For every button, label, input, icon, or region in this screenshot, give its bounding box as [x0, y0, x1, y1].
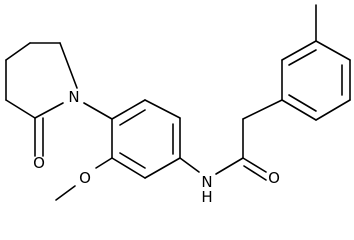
bond — [315, 40, 351, 61]
bond — [5, 42, 31, 61]
bond — [111, 157, 146, 179]
bond — [315, 99, 351, 121]
bond — [215, 157, 244, 175]
bond — [5, 99, 36, 119]
molecule-drawing: N O O N H O — [5, 4, 351, 206]
atom-label-ring-nitrogen: N — [68, 88, 79, 106]
bond — [144, 157, 181, 179]
atom-label-methoxy-oxygen: O — [79, 169, 91, 187]
bond — [95, 157, 113, 169]
bond — [281, 40, 317, 61]
bond — [119, 152, 146, 169]
bond — [59, 42, 78, 89]
bond — [242, 99, 283, 120]
atom-label-lactam-oxygen: O — [33, 154, 45, 172]
bond — [83, 102, 113, 120]
bond — [34, 102, 64, 119]
atom-label-amide-hydrogen: H — [201, 188, 212, 206]
structure-diagram: N O O N H O — [5, 4, 351, 206]
bond — [55, 185, 76, 201]
bond — [281, 99, 317, 121]
atom-label-amide-nitrogen: N — [201, 173, 212, 191]
bond — [288, 94, 317, 112]
bond — [242, 157, 267, 173]
bond — [243, 165, 267, 181]
bond — [119, 109, 146, 126]
bond — [288, 49, 317, 66]
atom-label-carbonyl-oxygen: O — [268, 169, 280, 187]
bond — [111, 99, 146, 120]
bond — [144, 99, 181, 119]
bond — [179, 157, 200, 173]
